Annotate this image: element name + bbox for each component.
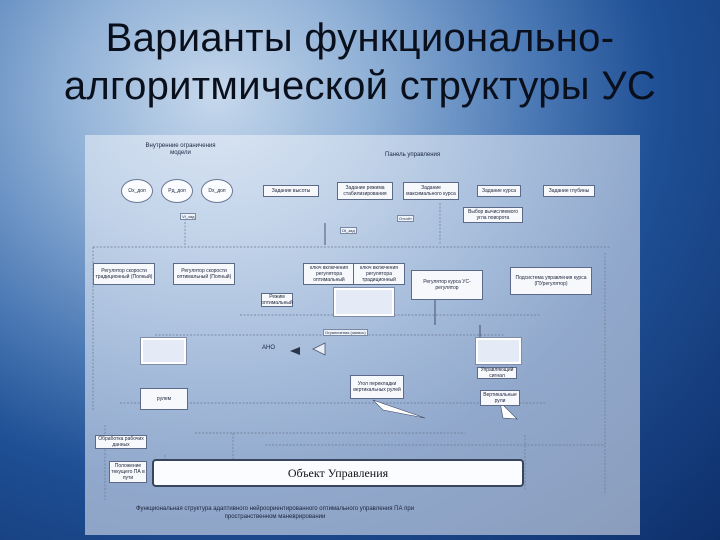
diagram-caption: Функциональная структура адаптивного ней… bbox=[135, 506, 415, 520]
vehicle-position-box: Положение текущего ПА в пути bbox=[109, 461, 147, 483]
slide-title-line-2: алгоритмической структуры УС bbox=[63, 64, 657, 108]
ano-label: АНО bbox=[262, 345, 276, 351]
control-object-box: Объект Управления bbox=[152, 459, 524, 487]
optimal-mode-box: Режим оптимальный bbox=[261, 293, 293, 307]
vertical-rudders-box: Вертикальные рули bbox=[480, 390, 520, 406]
slide-title-line-1: Варианты функционально- bbox=[105, 16, 615, 60]
traditional-switch-box: ключ включения регулятора традиционный bbox=[353, 263, 405, 285]
omega-tag: Ωt_зад bbox=[340, 227, 357, 234]
depth-block: рулем bbox=[140, 388, 188, 410]
constraint-oval-1: Ωx_доп bbox=[121, 179, 153, 203]
constraint-oval-2: Pд_доп bbox=[161, 179, 193, 203]
optimal-regulator-box: Регулятор скорости оптимальный (Полный) bbox=[173, 263, 235, 285]
stabilization-mode-box: Задание режима стабилизирования bbox=[337, 182, 393, 200]
rudder-angle-box: Угол перекладки вертикальных рулей bbox=[350, 375, 404, 399]
reading-tag: Отсчёт bbox=[397, 215, 414, 222]
altitude-setpoint-box: Задание высоты bbox=[263, 185, 319, 197]
switch-block bbox=[333, 287, 395, 317]
speed-tag: Vt_зад bbox=[180, 213, 197, 220]
course-subsystem-box: Подсистема управления курса (ПУрегулятор… bbox=[510, 267, 592, 295]
traditional-regulator-box: Регулятор скорости традиционный (Полный) bbox=[93, 263, 155, 285]
course-regulator-box: Регулятор курса УС-регулятор bbox=[411, 270, 483, 300]
rotation-angle-select-box: Выбор вычисляемого угла поворота bbox=[463, 207, 523, 223]
constraints-tag: Ограничения (запись) bbox=[323, 329, 368, 336]
depth-setpoint-box: Задание глубины bbox=[543, 185, 595, 197]
left-plant-block bbox=[140, 337, 187, 365]
control-signal-box: Управляющий сигнал bbox=[477, 367, 517, 379]
max-course-box: Задание максимального курса bbox=[403, 182, 459, 200]
right-plant-block bbox=[475, 337, 522, 365]
course-setpoint-box: Задание курса bbox=[477, 185, 521, 197]
control-panel-header: Панель управления bbox=[385, 152, 441, 158]
data-processing-box: Обработка рабочих данных bbox=[95, 435, 147, 449]
optimal-switch-box: ключ включения регулятора оптимальный bbox=[303, 263, 355, 285]
slide-title: Варианты функционально- алгоритмической … bbox=[0, 14, 720, 110]
constraint-oval-3: Dx_доп bbox=[201, 179, 233, 203]
internal-constraints-header: Внутренние ограничения модели bbox=[145, 143, 216, 156]
diagram-connectors bbox=[92, 203, 610, 500]
